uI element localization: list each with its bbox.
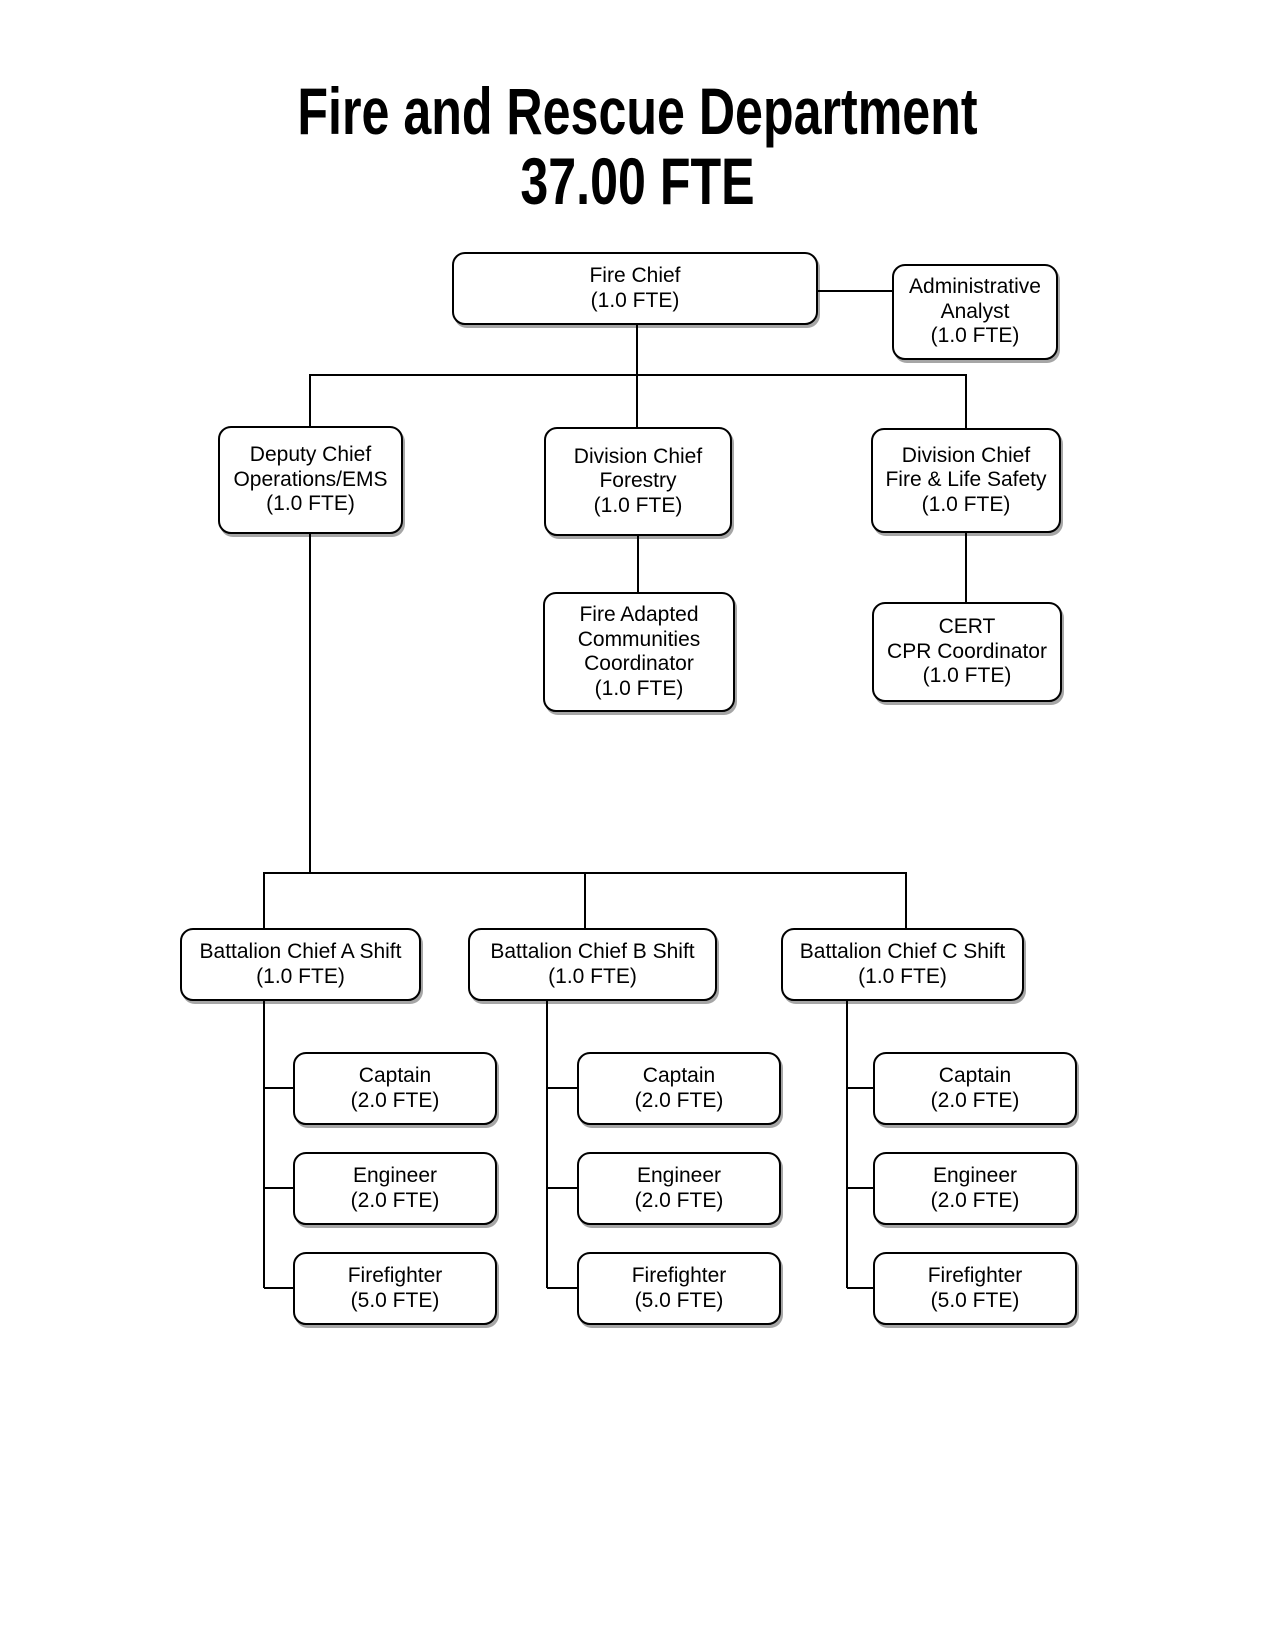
node-administrative-analyst-role2: Analyst (940, 299, 1010, 323)
node-cert-fte: (1.0 FTE) (922, 664, 1012, 688)
node-fire-adapted-role2: Communities (577, 627, 701, 651)
node-engineer-c-fte: (2.0 FTE) (930, 1188, 1020, 1212)
node-engineer-c-role: Engineer (932, 1164, 1018, 1187)
node-battalion-chief-b-role: Battalion Chief B Shift (490, 940, 695, 963)
node-deputy-chief-role2: Operations/EMS (233, 467, 388, 491)
node-deputy-chief-fte: (1.0 FTE) (266, 492, 355, 516)
node-fire-adapted-role3: Coordinator (584, 652, 694, 675)
node-captain-a-role: Captain (358, 1064, 432, 1087)
node-administrative-analyst-fte: (1.0 FTE) (930, 324, 1020, 348)
node-engineer-a-role: Engineer (352, 1164, 438, 1187)
node-firefighter-b: Firefighter (5.0 FTE) (577, 1252, 781, 1325)
node-firefighter-a: Firefighter (5.0 FTE) (293, 1252, 497, 1325)
node-division-chief-fire-life-safety-fte: (1.0 FTE) (921, 492, 1011, 516)
node-captain-c-role: Captain (938, 1064, 1012, 1087)
node-battalion-chief-b: Battalion Chief B Shift (1.0 FTE) (468, 928, 717, 1001)
node-firefighter-a-fte: (5.0 FTE) (350, 1288, 440, 1312)
node-division-chief-forestry: Division Chief Forestry (1.0 FTE) (544, 427, 732, 536)
node-captain-c: Captain (2.0 FTE) (873, 1052, 1077, 1125)
node-fire-adapted-fte: (1.0 FTE) (594, 676, 684, 700)
node-fire-adapted-communities-coordinator: Fire Adapted Communities Coordinator (1.… (543, 592, 735, 712)
node-battalion-chief-a-role: Battalion Chief A Shift (199, 940, 402, 963)
node-division-chief-fire-life-safety-role: Division Chief (901, 443, 1031, 467)
node-engineer-a-fte: (2.0 FTE) (350, 1188, 440, 1212)
node-engineer-a: Engineer (2.0 FTE) (293, 1152, 497, 1225)
node-captain-c-fte: (2.0 FTE) (930, 1088, 1020, 1112)
node-captain-b: Captain (2.0 FTE) (577, 1052, 781, 1125)
node-administrative-analyst: Administrative Analyst (1.0 FTE) (892, 264, 1058, 360)
node-division-chief-fire-life-safety: Division Chief Fire & Life Safety (1.0 F… (871, 428, 1061, 533)
node-engineer-c: Engineer (2.0 FTE) (873, 1152, 1077, 1225)
node-division-chief-fire-life-safety-role2: Fire & Life Safety (885, 468, 1047, 492)
node-deputy-chief-role: Deputy Chief (249, 443, 372, 467)
node-firefighter-a-role: Firefighter (347, 1264, 443, 1287)
page-title: Fire and Rescue Department 37.00 FTE (0, 76, 1275, 216)
node-fire-chief-role: Fire Chief (589, 264, 681, 287)
node-division-chief-forestry-role: Division Chief (573, 444, 703, 468)
node-firefighter-c: Firefighter (5.0 FTE) (873, 1252, 1077, 1325)
node-fire-chief: Fire Chief (1.0 FTE) (452, 252, 818, 325)
node-division-chief-forestry-role2: Forestry (599, 469, 677, 493)
node-engineer-b-role: Engineer (636, 1164, 722, 1187)
node-firefighter-b-role: Firefighter (631, 1264, 727, 1287)
node-captain-a-fte: (2.0 FTE) (350, 1088, 440, 1112)
page-title-line1: Fire and Rescue Department (297, 74, 978, 148)
node-fire-chief-fte: (1.0 FTE) (590, 288, 680, 312)
node-battalion-chief-c-fte: (1.0 FTE) (858, 964, 947, 988)
node-administrative-analyst-role: Administrative (909, 275, 1041, 299)
node-captain-a: Captain (2.0 FTE) (293, 1052, 497, 1125)
node-deputy-chief-operations-ems: Deputy Chief Operations/EMS (1.0 FTE) (218, 426, 403, 534)
node-cert-cpr-coordinator: CERT CPR Coordinator (1.0 FTE) (872, 602, 1062, 702)
node-battalion-chief-c-role: Battalion Chief C Shift (799, 940, 1006, 963)
node-division-chief-forestry-fte: (1.0 FTE) (593, 493, 683, 517)
page-title-line2: 37.00 FTE (520, 144, 755, 218)
node-firefighter-c-fte: (5.0 FTE) (930, 1288, 1020, 1312)
node-battalion-chief-a: Battalion Chief A Shift (1.0 FTE) (180, 928, 421, 1001)
node-fire-adapted-role: Fire Adapted (579, 603, 699, 626)
node-cert-role: CERT (938, 615, 996, 639)
node-captain-b-fte: (2.0 FTE) (634, 1088, 724, 1112)
node-battalion-chief-b-fte: (1.0 FTE) (548, 964, 637, 988)
node-captain-b-role: Captain (642, 1064, 716, 1087)
node-cert-role2: CPR Coordinator (887, 639, 1047, 663)
node-engineer-b-fte: (2.0 FTE) (634, 1188, 724, 1212)
node-firefighter-b-fte: (5.0 FTE) (634, 1288, 724, 1312)
node-firefighter-c-role: Firefighter (927, 1264, 1023, 1287)
node-engineer-b: Engineer (2.0 FTE) (577, 1152, 781, 1225)
node-battalion-chief-c: Battalion Chief C Shift (1.0 FTE) (781, 928, 1024, 1001)
node-battalion-chief-a-fte: (1.0 FTE) (256, 964, 345, 988)
